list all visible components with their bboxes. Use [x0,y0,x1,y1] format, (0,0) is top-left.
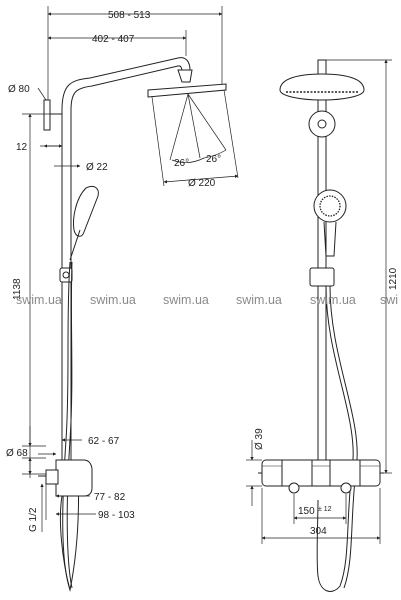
label-spray-angle-right: 26° [206,154,221,165]
watermark-4: swim.ua [236,293,282,307]
watermark-6: swi [380,293,398,307]
label-total-height: 1210 [388,267,399,290]
front-hose [316,285,354,592]
label-mixer-width: 304 [310,526,327,537]
watermark-3: swim.ua [163,293,209,307]
side-dimensions [22,6,239,532]
watermark-2: swim.ua [90,293,136,307]
side-view [38,57,227,592]
label-riser-length: 1138 [12,278,23,300]
front-wall-bracket [308,110,336,138]
label-connection-tolerance: ± 12 [318,506,332,513]
front-dimensions [246,59,392,544]
side-hand-shower [73,185,99,237]
side-slider [59,267,73,283]
side-wall-bracket [43,99,51,131]
label-connection-thread: G 1/2 [28,507,39,532]
label-overall-width: 508 - 513 [108,10,151,21]
side-overhead-head [147,83,227,98]
watermark-5: swim.ua [310,293,356,307]
front-slider [309,267,335,287]
side-riser-pipe [61,110,72,460]
label-mixer-offset-b: 77 - 82 [94,492,126,503]
label-pipe-dia: Ø 22 [86,162,108,173]
label-mixer-offset-c: 98 - 103 [98,510,135,521]
side-shower-arm [61,57,191,111]
front-hand-shower [313,189,347,223]
label-mixer-body-dia: Ø 68 [6,448,28,459]
front-view [258,59,384,592]
label-arm-length: 402 - 407 [92,34,135,45]
label-spray-angle-left: 26° [174,158,189,169]
label-connection-spacing: 150 [298,506,315,517]
front-mixer [261,459,381,487]
watermark-1: swim.ua [16,293,62,307]
label-wall-bracket-dia: Ø 80 [8,84,30,95]
label-head-dia: Ø 220 [188,178,216,189]
front-overhead-head [279,73,365,101]
side-mixer [55,459,93,497]
side-hose [62,261,80,592]
label-mixer-offset-a: 62 - 67 [88,436,120,447]
label-valve-height: Ø 39 [254,428,265,450]
label-wall-offset: 12 [16,142,28,153]
